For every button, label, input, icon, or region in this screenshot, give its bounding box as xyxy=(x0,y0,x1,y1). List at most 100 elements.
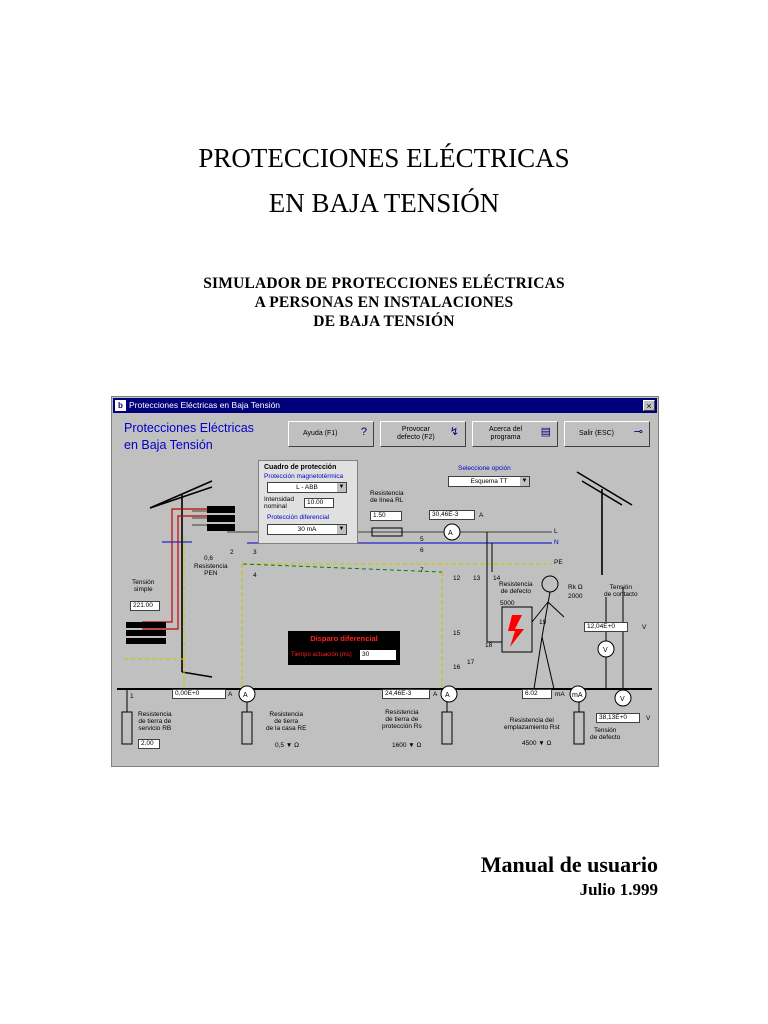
node-1: 1 xyxy=(130,693,134,700)
document-subtitle-line2: A PERSONAS EN INSTALACIONES xyxy=(254,294,514,311)
lightning-icon: ↯ xyxy=(449,426,459,438)
document-title-line1: PROTECCIONES ELÉCTRICAS xyxy=(198,143,570,173)
magneto-select[interactable]: L - ABB▼ xyxy=(267,482,347,493)
help-button-label: Ayuda (F1) xyxy=(303,430,338,437)
app-icon: b xyxy=(115,400,126,411)
svg-text:mA: mA xyxy=(572,692,583,699)
rl-field[interactable]: 1.50 xyxy=(370,511,402,521)
current-rb-field: 0,00E+0 xyxy=(172,689,226,699)
app-title: Protecciones Eléctricas en Baja Tensión xyxy=(124,420,254,454)
node-3: 3 xyxy=(253,549,257,556)
intensity-field[interactable]: 10.00 xyxy=(304,498,334,508)
window-title: Protecciones Eléctricas en Baja Tensión xyxy=(129,400,281,410)
rst-value[interactable]: 4500 ▼ Ω xyxy=(522,740,552,747)
current-ma-field: 6.02 xyxy=(522,689,552,699)
trip-title: Disparo diferencial xyxy=(310,634,378,643)
document-subtitle-line1: SIMULADOR DE PROTECCIONES ELÉCTRICAS xyxy=(203,275,565,292)
v-unit-fault: V xyxy=(646,715,651,722)
book-icon: ▤ xyxy=(540,426,551,438)
app-title-line2: en Baja Tensión xyxy=(124,438,213,452)
window-titlebar: b Protecciones Eléctricas en Baja Tensió… xyxy=(113,398,657,413)
ma-unit: mA xyxy=(555,691,565,698)
svg-text:V: V xyxy=(620,696,625,703)
svg-text:V: V xyxy=(603,647,608,654)
footer-date: Julio 1.999 xyxy=(579,880,658,899)
svg-text:A: A xyxy=(448,530,453,537)
differential-trip-panel: Disparo diferencial Tiempo actuación (ms… xyxy=(288,631,400,665)
trip-time-label: Tiempo actuación (ms) xyxy=(291,652,352,658)
node-6: 6 xyxy=(420,547,424,554)
exit-button-label: Salir (ESC) xyxy=(579,430,615,437)
node-5: 5 xyxy=(420,536,424,543)
protection-panel: Cuadro de protección Protección magnetot… xyxy=(258,460,358,544)
label-L: L xyxy=(554,528,558,535)
tension-field[interactable]: 221.00 xyxy=(130,601,160,611)
label-N: N xyxy=(554,539,559,546)
contact-field: 12,04E+0 xyxy=(584,622,628,632)
node-4: 4 xyxy=(253,572,257,579)
chevron-down-icon: ▼ xyxy=(337,483,346,492)
node-2: 2 xyxy=(230,549,234,556)
exit-button[interactable]: Salir (ESC) ⊸ xyxy=(564,421,650,447)
rs-value[interactable]: 1600 ▼ Ω xyxy=(392,742,422,749)
diff-select[interactable]: 30 mA▼ xyxy=(267,524,347,535)
magneto-label: Protección magnetotérmica xyxy=(264,473,344,480)
panel-title: Cuadro de protección xyxy=(264,464,337,471)
simulator-window-screenshot: b Protecciones Eléctricas en Baja Tensió… xyxy=(111,396,659,767)
exit-icon: ⊸ xyxy=(633,426,643,438)
footer-title: Manual de usuario xyxy=(480,852,658,877)
rd-value[interactable]: 5000 xyxy=(500,600,515,607)
node-7: 7 xyxy=(420,567,424,574)
re-value[interactable]: 0,5 ▼ Ω xyxy=(275,742,299,749)
fault-voltage-field: 38,13E+0 xyxy=(596,713,640,723)
amp-unit-2: A xyxy=(433,691,438,698)
node-19: 19 xyxy=(539,619,547,626)
diff-label: Protección diferencial xyxy=(267,514,330,521)
svg-text:A: A xyxy=(243,692,248,699)
node-18: 18 xyxy=(485,642,493,649)
chevron-down-icon: ▼ xyxy=(337,525,346,534)
scheme-select[interactable]: Esquema TT▼ xyxy=(448,476,530,487)
node-16: 16 xyxy=(453,664,461,671)
current-rs-field: 24,46E-3 xyxy=(382,689,430,699)
label-PE: PE xyxy=(554,559,563,566)
rk-value[interactable]: 2000 xyxy=(568,593,583,600)
document-title-line2: EN BAJA TENSIÓN xyxy=(268,188,500,218)
document-subtitle-line3: DE BAJA TENSIÓN xyxy=(313,313,455,330)
chevron-down-icon: ▼ xyxy=(520,477,529,486)
close-button[interactable]: × xyxy=(643,400,655,411)
node-13: 13 xyxy=(473,575,481,582)
node-15: 15 xyxy=(453,630,461,637)
node-14: 14 xyxy=(493,575,501,582)
amp-unit-1: A xyxy=(228,691,233,698)
rk-label: Rk Ω xyxy=(568,584,583,591)
option-label: Seleccione opción xyxy=(458,465,511,472)
rb-field[interactable]: 2.00 xyxy=(138,739,160,749)
app-title-line1: Protecciones Eléctricas xyxy=(124,421,254,435)
node-17: 17 xyxy=(467,659,475,666)
help-icon: ? xyxy=(360,426,367,438)
help-button[interactable]: Ayuda (F1) ? xyxy=(288,421,374,447)
pen-value: 0,6 xyxy=(204,555,214,562)
trip-time-field: 30 xyxy=(360,650,396,660)
amp-unit: A xyxy=(479,512,484,519)
line-current-field: 30,46E-3 xyxy=(429,510,475,520)
v-unit-contact: V xyxy=(642,624,647,631)
node-12: 12 xyxy=(453,575,461,582)
svg-text:A: A xyxy=(445,692,450,699)
